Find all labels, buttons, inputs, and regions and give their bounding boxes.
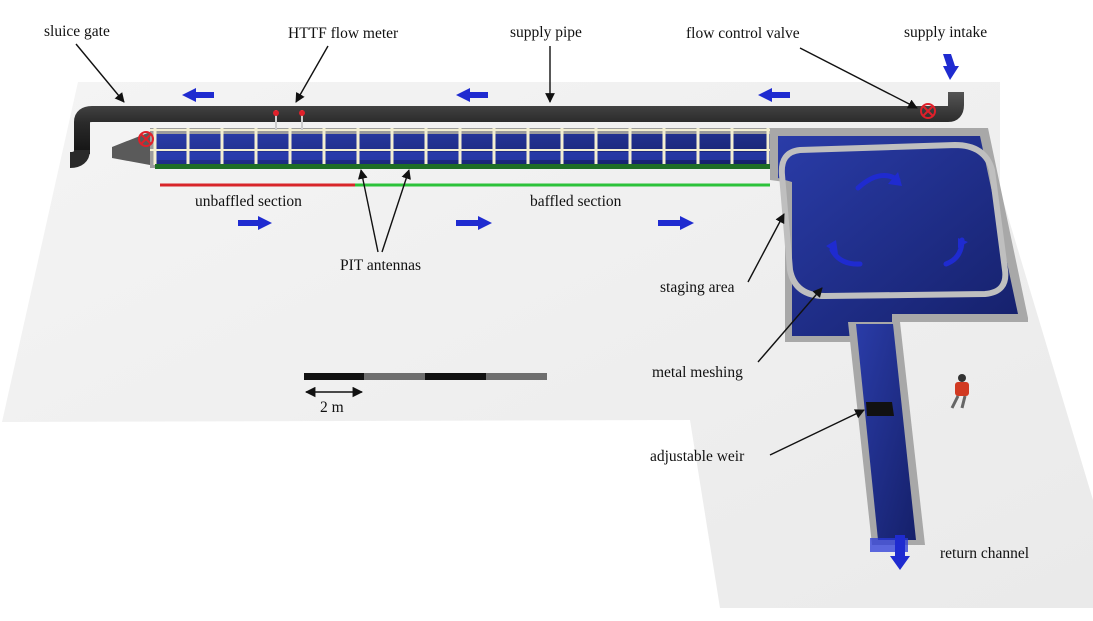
label-sluice-gate: sluice gate xyxy=(44,23,110,40)
leader-lines xyxy=(75,43,918,456)
label-return-channel: return channel xyxy=(940,545,1030,562)
flow-arrows xyxy=(182,54,959,570)
person-figure xyxy=(950,374,969,409)
return-channel-structure xyxy=(848,322,925,552)
baffle-frames xyxy=(153,128,770,165)
supply-pipe-assembly xyxy=(69,92,964,168)
flow-arrow-right-icon xyxy=(238,216,272,230)
scale-bar-label: 2 m xyxy=(320,399,344,416)
flow-arrow-left-icon xyxy=(758,88,790,102)
httf-flow-meter-probes xyxy=(273,110,305,130)
flow-arrow-right-icon xyxy=(658,216,694,230)
scale-bar xyxy=(304,373,547,398)
flow-arrow-left-icon xyxy=(456,88,488,102)
sluice-gate-valve-icon xyxy=(138,131,154,147)
metal-meshing-ring xyxy=(778,141,1009,300)
label-supply-intake: supply intake xyxy=(904,24,988,41)
label-metal-meshing: metal meshing xyxy=(652,364,743,381)
staging-basin xyxy=(770,128,1028,342)
flow-control-valve-icon xyxy=(920,103,936,119)
label-httf-flow-meter: HTTF flow meter xyxy=(288,25,399,42)
label-adjustable-weir: adjustable weir xyxy=(650,448,745,465)
flume-channel xyxy=(150,128,775,169)
flow-arrow-down-icon xyxy=(890,535,910,570)
flow-arrow-right-icon xyxy=(456,216,492,230)
flow-arrow-down-icon xyxy=(943,54,959,80)
label-baffled-section: baffled section xyxy=(530,193,622,210)
label-unbaffled-section: unbaffled section xyxy=(195,193,302,210)
label-supply-pipe: supply pipe xyxy=(510,24,582,41)
label-staging-area: staging area xyxy=(660,279,735,296)
flow-arrow-left-icon xyxy=(182,88,214,102)
label-pit-antennas: PIT antennas xyxy=(340,257,422,274)
label-flow-control-valve: flow control valve xyxy=(686,25,800,42)
weir-plate xyxy=(866,402,894,416)
